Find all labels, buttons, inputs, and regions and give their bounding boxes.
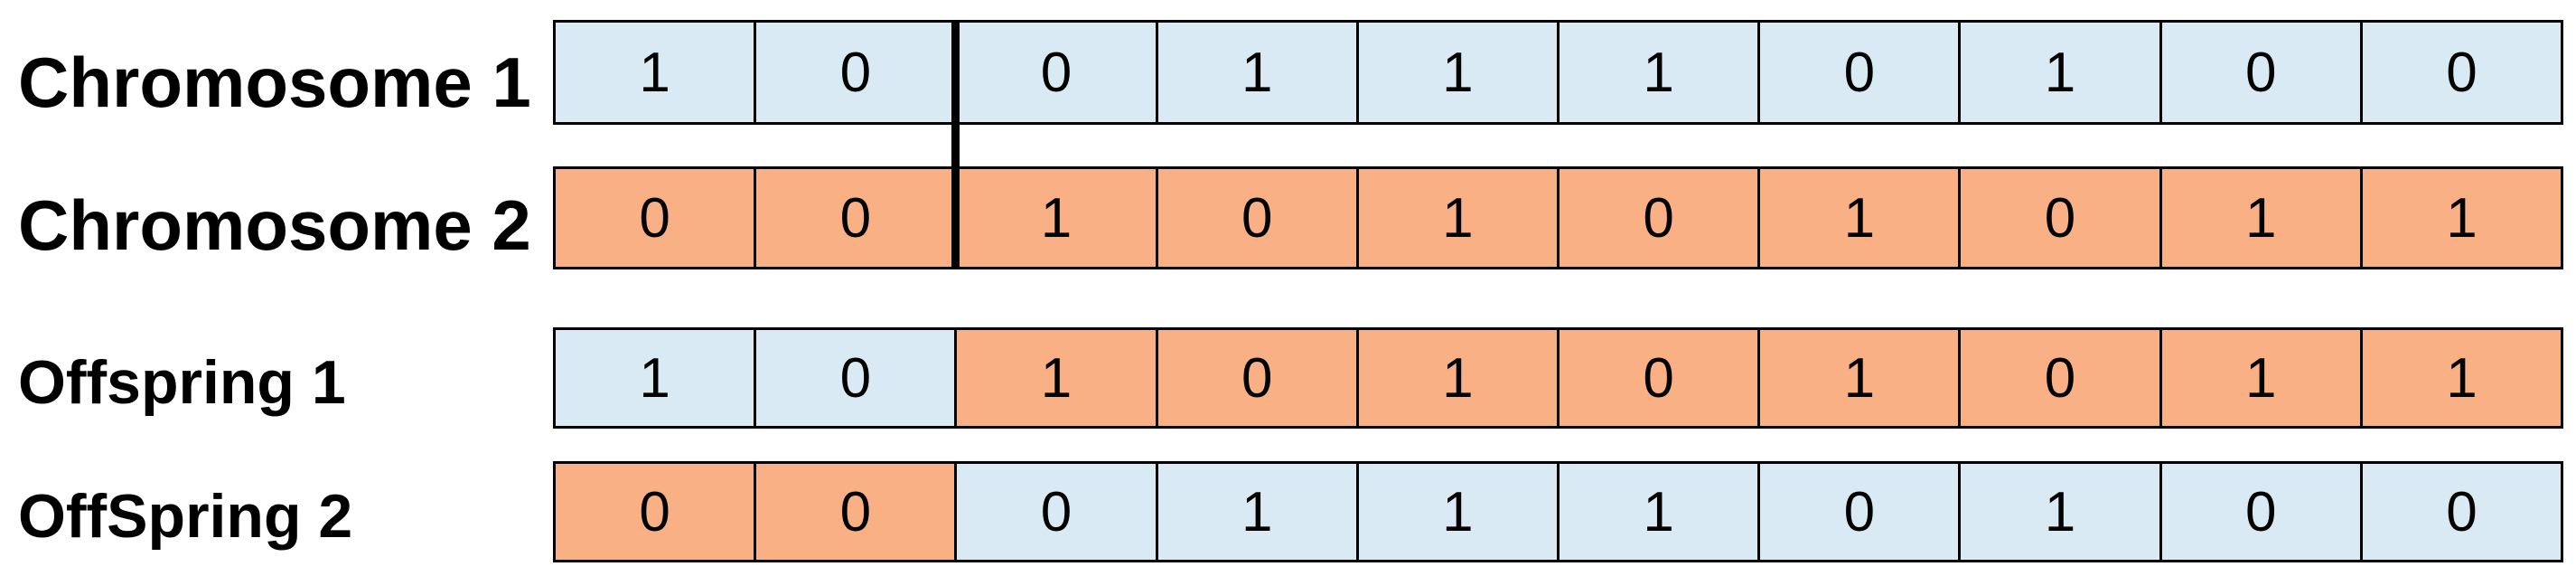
- gene-cell: 0: [1760, 23, 1962, 122]
- gene-cell: 0: [756, 23, 958, 122]
- gene-cell: 1: [556, 330, 757, 426]
- gene-cell: 0: [556, 169, 757, 267]
- gene-cell: 0: [957, 23, 1158, 122]
- offspring-2-label: OffSpring 2: [18, 482, 353, 551]
- gene-cell: 1: [1358, 169, 1560, 267]
- gene-cell: 0: [957, 464, 1158, 560]
- gene-cell: 0: [2161, 23, 2363, 122]
- chromosome-2-label: Chromosome 2: [18, 185, 531, 265]
- gene-cell: 1: [1760, 330, 1962, 426]
- gene-cell: 0: [1560, 330, 1761, 426]
- gene-cell: 0: [756, 330, 958, 426]
- gene-cell: 1: [1760, 169, 1962, 267]
- gene-cell: 0: [1760, 464, 1962, 560]
- gene-cell: 0: [1961, 330, 2162, 426]
- gene-cell: 1: [1961, 23, 2162, 122]
- gene-cell: 1: [1157, 23, 1359, 122]
- gene-cell: 1: [957, 169, 1158, 267]
- chromosome-1-label: Chromosome 1: [18, 42, 531, 122]
- gene-cell: 1: [1961, 464, 2162, 560]
- crossover-point-line: [951, 20, 960, 269]
- gene-cell: 1: [2362, 330, 2562, 426]
- gene-cell: 1: [1560, 23, 1761, 122]
- gene-cell: 1: [1157, 464, 1359, 560]
- offspring-1-label: Offspring 1: [18, 348, 346, 417]
- gene-cell: 1: [2362, 169, 2562, 267]
- gene-cell: 0: [1560, 169, 1761, 267]
- gene-cell: 1: [2161, 330, 2363, 426]
- gene-cell: 0: [2161, 464, 2363, 560]
- gene-cell: 1: [1358, 330, 1560, 426]
- gene-cell: 1: [1358, 464, 1560, 560]
- gene-cell: 1: [1358, 23, 1560, 122]
- gene-cell: 0: [756, 169, 958, 267]
- gene-cell: 0: [2362, 23, 2562, 122]
- gene-cell: 1: [957, 330, 1158, 426]
- gene-cell: 0: [2362, 464, 2562, 560]
- gene-cell: 0: [756, 464, 958, 560]
- gene-cell: 1: [1560, 464, 1761, 560]
- gene-cell: 1: [556, 23, 757, 122]
- gene-cell: 0: [1961, 169, 2162, 267]
- gene-cell: 0: [1157, 169, 1359, 267]
- gene-cell: 1: [2161, 169, 2363, 267]
- gene-cell: 0: [1157, 330, 1359, 426]
- gene-cell: 0: [556, 464, 757, 560]
